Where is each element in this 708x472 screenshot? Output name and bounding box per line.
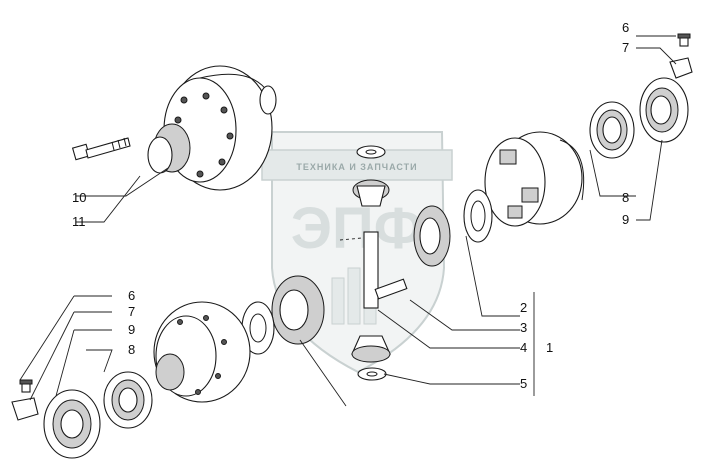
callout-upper-right-8: 8: [622, 190, 629, 205]
callout-lower-left-7: 7: [128, 304, 135, 319]
callout-right-5: 5: [520, 376, 527, 391]
callout-right-3: 3: [520, 320, 527, 335]
watermark-big-text: ЭПФ: [291, 196, 423, 261]
callout-lower-left-6: 6: [128, 288, 135, 303]
callout-lower-left-8: 8: [128, 342, 135, 357]
lower-left-lock-plate: [11, 379, 39, 421]
callout-lower-left-9: 9: [128, 322, 135, 337]
upper-right-bearing-cup: [639, 77, 689, 143]
upper-right-bearing: [589, 101, 635, 159]
center-thrust-washer: [463, 189, 493, 243]
watermark-top-text: ТЕХНИКА И ЗАПЧАСТИ: [296, 162, 417, 172]
center-side-gear: [413, 205, 451, 267]
leader-lines: [19, 35, 677, 407]
center-shaft: [374, 278, 408, 300]
upper-right-lock-plate: [669, 33, 693, 79]
callout-assembly-1: 1: [546, 340, 553, 355]
center-top-pinion: [352, 179, 390, 207]
lower-left-bearing: [103, 371, 153, 429]
callout-upper-left-10: 10: [72, 190, 86, 205]
callout-upper-right-7: 7: [622, 40, 629, 55]
lower-left-side-gear: [271, 275, 325, 345]
center-bottom-pinion: [351, 335, 391, 381]
upper-right-housing: [484, 131, 585, 227]
lower-left-housing: [153, 301, 251, 403]
lower-left-bearing-cup: [43, 389, 101, 459]
center-pin: [339, 231, 379, 309]
callout-right-2: 2: [520, 300, 527, 315]
callout-upper-left-11: 11: [72, 214, 86, 229]
callout-right-4: 4: [520, 340, 527, 355]
callout-upper-right-9: 9: [622, 212, 629, 227]
upper-left-housing: [147, 65, 277, 191]
center-small-washer: [356, 145, 386, 159]
callout-upper-right-6: 6: [622, 20, 629, 35]
upper-left-bolt: [71, 137, 131, 161]
